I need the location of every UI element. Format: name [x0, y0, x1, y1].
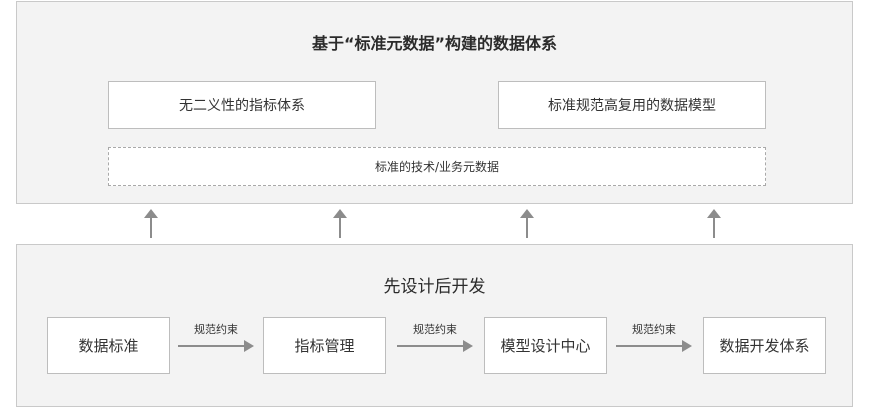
- step-model-design-center: 模型设计中心: [484, 317, 607, 374]
- flow-arrow: 规范约束: [395, 321, 475, 355]
- right-arrow-icon: [397, 340, 473, 352]
- top-panel: 基于“标准元数据”构建的数据体系 无二义性的指标体系 标准规范高复用的数据模型 …: [16, 1, 853, 204]
- step-data-development-system: 数据开发体系: [703, 317, 826, 374]
- flow-arrow: 规范约束: [614, 321, 694, 355]
- indicator-system-box: 无二义性的指标体系: [108, 81, 376, 129]
- bottom-panel: 先设计后开发 数据标准 规范约束 指标管理 规范约束 模型设计中心 规范约束 数…: [16, 244, 853, 407]
- up-arrow-icon: [520, 209, 534, 238]
- bottom-panel-title: 先设计后开发: [383, 277, 486, 297]
- metadata-dashed-box: 标准的技术/业务元数据: [108, 147, 766, 186]
- flow-arrow-label: 规范约束: [632, 323, 676, 336]
- top-panel-title: 基于“标准元数据”构建的数据体系: [311, 34, 558, 53]
- step-indicator-management: 指标管理: [263, 317, 386, 374]
- up-arrow-icon: [333, 209, 347, 238]
- right-arrow-icon: [178, 340, 254, 352]
- up-arrow-icon: [707, 209, 721, 238]
- flow-arrow-label: 规范约束: [413, 323, 457, 336]
- right-arrow-icon: [616, 340, 692, 352]
- flow-arrow: 规范约束: [176, 321, 256, 355]
- data-model-box: 标准规范高复用的数据模型: [498, 81, 766, 129]
- step-data-standard: 数据标准: [47, 317, 170, 374]
- up-arrow-icon: [144, 209, 158, 238]
- flow-arrow-label: 规范约束: [194, 323, 238, 336]
